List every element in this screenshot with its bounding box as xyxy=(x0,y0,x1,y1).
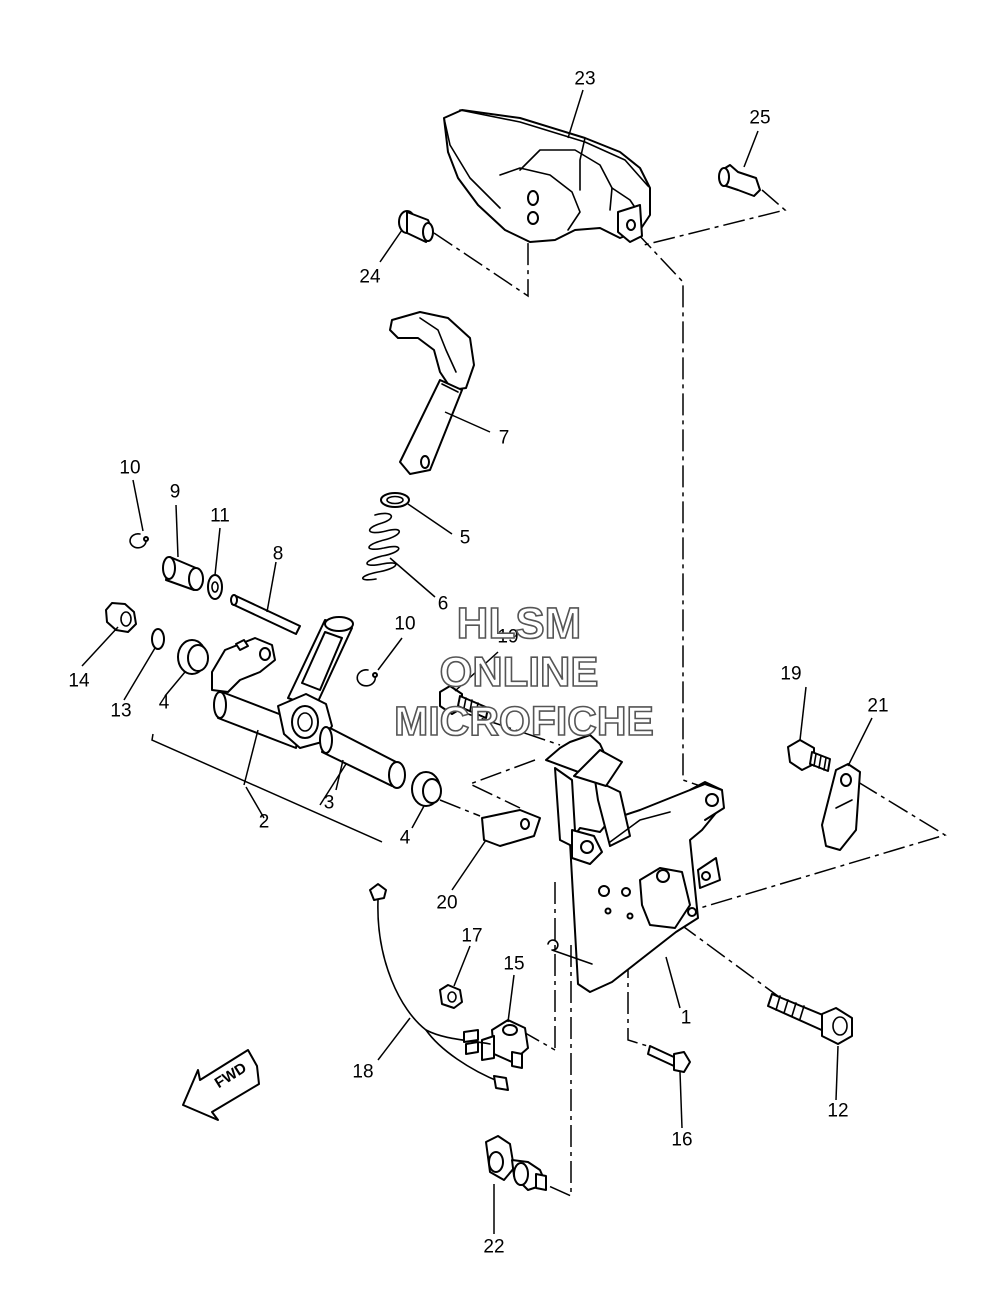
callout-19-left: 19 xyxy=(497,626,519,648)
callout-20: 20 xyxy=(436,892,458,914)
part-10-circlip-mid xyxy=(356,669,378,687)
callout-17: 17 xyxy=(461,925,483,947)
part-8-pin xyxy=(230,594,301,635)
part-4-bush-right xyxy=(411,771,442,807)
part-22-clamp xyxy=(485,1135,547,1191)
callout-2: 2 xyxy=(258,811,270,833)
part-1-bracket xyxy=(545,734,725,993)
part-20-guide xyxy=(481,809,541,847)
watermark-line-2: ONLINE xyxy=(439,648,599,695)
callout-12: 12 xyxy=(827,1100,849,1122)
callout-9: 9 xyxy=(169,481,181,503)
part-3-sleeve xyxy=(319,726,406,789)
callout-16: 16 xyxy=(671,1129,693,1151)
part-9-collar xyxy=(162,556,204,591)
part-12-bolt xyxy=(767,993,853,1045)
part-24-grommet xyxy=(398,210,434,243)
callout-3: 3 xyxy=(323,792,335,814)
part-19-bolt-left xyxy=(439,685,489,719)
callout-25: 25 xyxy=(749,107,771,129)
callout-7: 7 xyxy=(498,427,510,449)
part-18-lead-wire xyxy=(369,883,509,1091)
part-5-washer xyxy=(380,492,410,508)
part-16-bolt xyxy=(647,1045,691,1073)
callout-22: 22 xyxy=(483,1236,505,1258)
part-4-bush-left xyxy=(177,639,209,675)
callout-10-top: 10 xyxy=(119,457,141,479)
callout-15: 15 xyxy=(503,953,525,975)
callout-21: 21 xyxy=(867,695,889,717)
part-2-shift-shaft xyxy=(211,616,354,749)
part-25-clip xyxy=(718,164,761,197)
callout-14: 14 xyxy=(68,670,90,692)
callout-18: 18 xyxy=(352,1061,374,1083)
callout-4-right: 4 xyxy=(399,827,411,849)
part-21-plate xyxy=(821,763,861,851)
part-10-circlip-top xyxy=(129,532,149,549)
part-6-spring xyxy=(361,512,401,581)
part-13-washer xyxy=(151,628,165,650)
callout-24: 24 xyxy=(359,266,381,288)
callout-8: 8 xyxy=(272,543,284,565)
part-14-nut xyxy=(105,602,137,633)
callout-4-left: 4 xyxy=(158,692,170,714)
part-15-switch xyxy=(481,1019,529,1069)
watermark-line-1: HLSM xyxy=(456,599,582,648)
callout-11: 11 xyxy=(210,505,230,527)
callout-5: 5 xyxy=(459,527,471,549)
callout-19-right: 19 xyxy=(780,663,802,685)
callout-10-mid: 10 xyxy=(394,613,416,635)
fwd-arrow-icon xyxy=(182,1049,260,1121)
watermark-line-3: MICROFICHE xyxy=(393,698,654,744)
part-7-lever xyxy=(389,311,475,475)
part-19-bolt-right xyxy=(787,739,831,772)
callout-23: 23 xyxy=(574,68,596,90)
part-11-washer xyxy=(207,574,223,600)
callout-1: 1 xyxy=(680,1007,692,1029)
part-17-nut xyxy=(439,984,463,1009)
leader-lines xyxy=(81,89,873,1234)
callout-6: 6 xyxy=(437,593,449,615)
bracket-spring-hook xyxy=(547,939,593,965)
part-23-cover xyxy=(443,109,651,243)
callout-13: 13 xyxy=(110,700,132,722)
